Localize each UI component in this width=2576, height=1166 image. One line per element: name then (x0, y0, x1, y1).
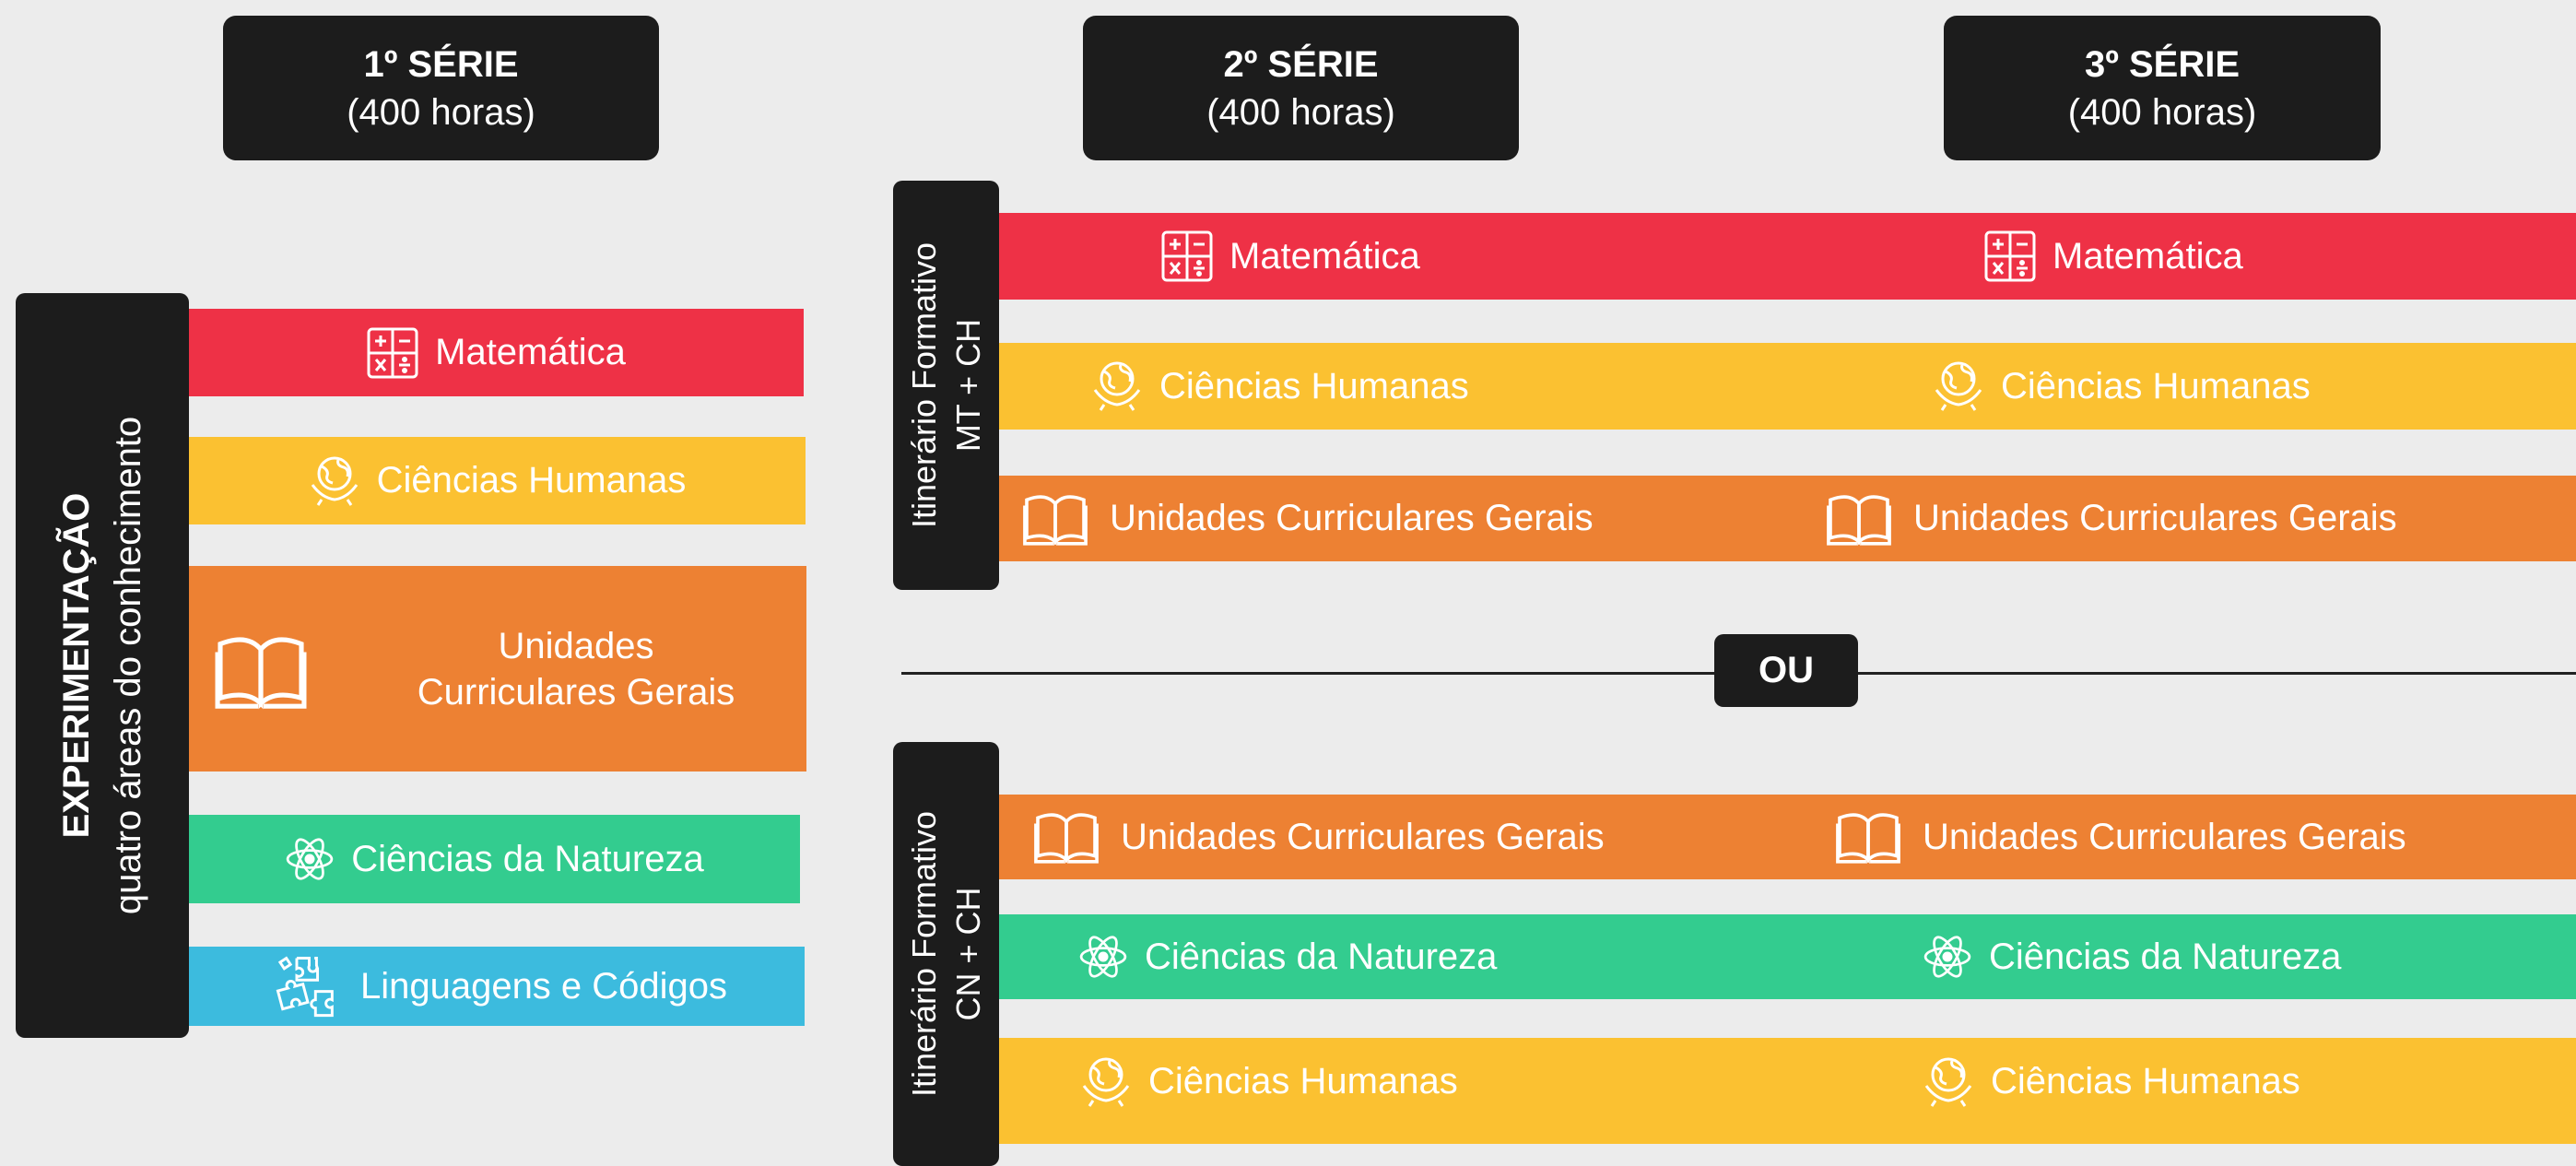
bar-label-line2: Curriculares Gerais (417, 671, 735, 713)
globe-hands-icon (1933, 359, 1984, 414)
bar-label: Ciências Humanas (1159, 365, 1469, 406)
bar-s1-unidades-curriculares: Unidades Curriculares Gerais (189, 566, 806, 771)
globe-hands-icon (1080, 1054, 1132, 1110)
bar-mt-unidades-curriculares: Unidades Curriculares Gerais Unidades Cu… (999, 476, 2576, 561)
open-book-icon (206, 630, 316, 712)
bar-cn-ciencias-natureza: Ciências da Natureza Ciências da Naturez… (999, 914, 2576, 999)
itinerario-mt-ch-box: Itinerário Formativo MT + CH (893, 181, 999, 590)
experimentacao-subtitle: quatro áreas do conhecimento (108, 416, 148, 915)
serie-3-hours: (400 horas) (2067, 91, 2257, 133)
itinerario-cn-ch-line2: CN + CH (948, 887, 987, 1021)
atom-icon (285, 834, 335, 884)
bar-label: Matemática (2053, 235, 2243, 277)
bar-s1-linguagens: Linguagens e Códigos (189, 947, 805, 1026)
calculator-icon (1984, 230, 2036, 282)
experimentacao-title: EXPERIMENTAÇÃO (56, 492, 97, 839)
puzzle-icon (266, 954, 344, 1019)
serie-3-header: 3º SÉRIE (400 horas) (1944, 16, 2381, 160)
bar-s1-matematica: Matemática (189, 309, 804, 396)
open-book-icon (1830, 808, 1906, 866)
bar-cn-ciencias-humanas: Ciências Humanas Ciências Humanas (999, 1038, 2576, 1144)
bar-label: Unidades Curriculares Gerais (1923, 816, 2406, 857)
serie-3-title: 3º SÉRIE (2084, 43, 2240, 85)
bar-label: Unidades Curriculares Gerais (1110, 498, 1594, 538)
bar-label: Ciências Humanas (376, 460, 687, 501)
bar-mt-ciencias-humanas: Ciências Humanas Ciências Humanas (999, 343, 2576, 430)
bar-label: Unidades Curriculares Gerais (1913, 498, 2397, 538)
itinerario-mt-ch-line1: Itinerário Formativo (904, 241, 943, 529)
bar-label: Linguagens e Códigos (359, 965, 728, 1007)
bar-label: Ciências Humanas (2001, 365, 2311, 406)
bar-label: Ciências da Natureza (1989, 936, 2342, 977)
globe-hands-icon (309, 453, 360, 509)
bar-label: Matemática (1229, 235, 1420, 277)
bar-label: Ciências Humanas (1148, 1061, 1458, 1101)
atom-icon (1923, 932, 1972, 982)
or-badge: OU (1714, 634, 1858, 707)
bar-label-line1: Unidades (498, 625, 654, 666)
atom-icon (1078, 932, 1128, 982)
globe-hands-icon (1923, 1054, 1974, 1110)
bar-mt-matematica: Matemática Matemática (999, 213, 2576, 300)
bar-label: Ciências Humanas (1991, 1061, 2300, 1101)
serie-2-title: 2º SÉRIE (1223, 43, 1379, 85)
itinerario-cn-ch-box: Itinerário Formativo CN + CH (893, 742, 999, 1166)
open-book-icon (1017, 490, 1093, 548)
itinerario-mt-ch-line2: MT + CH (948, 318, 987, 453)
serie-1-hours: (400 horas) (347, 91, 535, 133)
globe-hands-icon (1091, 359, 1143, 414)
bar-cn-unidades-curriculares: Unidades Curriculares Gerais Unidades Cu… (999, 795, 2576, 879)
serie-1-header: 1º SÉRIE (400 horas) (223, 16, 659, 160)
open-book-icon (1821, 490, 1897, 548)
itinerario-cn-ch-line1: Itinerário Formativo (904, 810, 943, 1098)
serie-2-header: 2º SÉRIE (400 horas) (1083, 16, 1519, 160)
calculator-icon (1161, 230, 1213, 282)
bar-s1-ciencias-natureza: Ciências da Natureza (189, 815, 800, 903)
bar-label: Ciências da Natureza (1145, 936, 1498, 977)
serie-1-title: 1º SÉRIE (363, 43, 519, 85)
calculator-icon (367, 327, 418, 379)
bar-label: Ciências da Natureza (351, 838, 704, 879)
bar-label: Matemática (435, 332, 626, 372)
serie-2-hours: (400 horas) (1206, 91, 1395, 133)
bar-label: Unidades Curriculares Gerais (1121, 816, 1605, 857)
bar-s1-ciencias-humanas: Ciências Humanas (189, 437, 806, 524)
open-book-icon (1029, 808, 1104, 866)
experimentacao-box: EXPERIMENTAÇÃO quatro áreas do conhecime… (16, 293, 189, 1038)
